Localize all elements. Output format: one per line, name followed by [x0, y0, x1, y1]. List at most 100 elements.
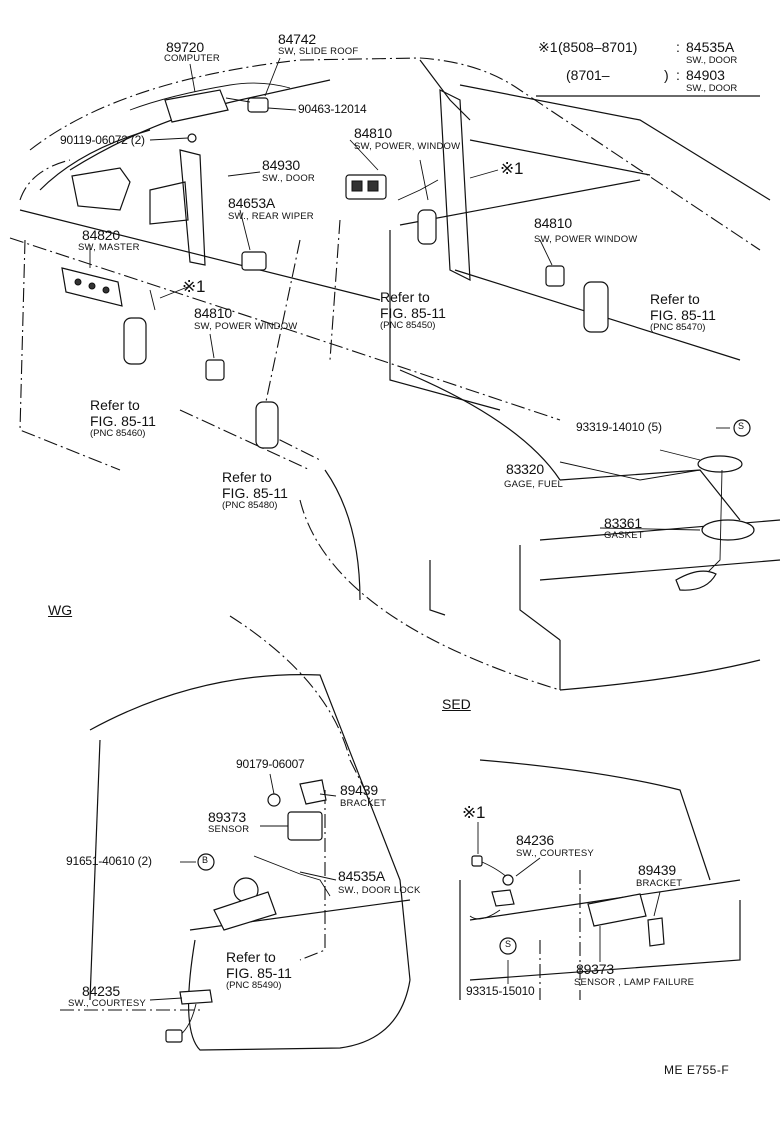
pn-84820: 84820 [82, 227, 120, 243]
computer-89720 [129, 82, 291, 123]
desc-83361: GASKET [604, 530, 644, 541]
header-line1-mark: ※1 [538, 39, 558, 55]
desc-84236: SW., COURTESY [516, 848, 594, 859]
circled-marks [197, 419, 751, 955]
desc-89439-a: BRACKET [340, 798, 387, 809]
refer-85450-pnc: (PNC 85450) [380, 320, 436, 331]
header-line1-desc: SW., DOOR [686, 55, 738, 66]
refer-85470-line1: Refer to [650, 291, 700, 307]
b-mark: B [202, 855, 209, 865]
pn-84810-a: 84810 [354, 125, 392, 141]
wg-leaders [149, 773, 337, 1001]
sed-leaders [477, 822, 661, 984]
desc-84810-a: SW, POWER, WINDOW [354, 141, 461, 152]
refer-85450-line2: FIG. 85-11 [380, 305, 446, 321]
desc-84930: SW., DOOR [262, 173, 315, 184]
refer-85490-pnc: (PNC 85490) [226, 980, 282, 991]
pn-89373-b: 89373 [576, 961, 614, 977]
pn-84535A: 84535A [338, 868, 386, 884]
refer-85450[interactable]: Refer to FIG. 85-11 (PNC 85450) [380, 290, 446, 331]
switch-door-84930 [345, 174, 387, 200]
refer-85460-pnc: (PNC 85460) [90, 428, 146, 439]
x1-mark-a: ※1 [500, 159, 524, 178]
refer-85470-pnc: (PNC 85470) [650, 322, 706, 333]
motor-power-window-c [255, 401, 279, 449]
leader-lines [89, 57, 730, 531]
refer-85460-line2: FIG. 85-11 [90, 413, 156, 429]
switch-master [61, 267, 123, 307]
pn-83320: 83320 [506, 461, 544, 477]
car-body-outline [9, 57, 781, 691]
refer-85490-line1: Refer to [226, 949, 276, 965]
desc-84820: SW, MASTER [78, 242, 140, 253]
fuel-gage [659, 449, 755, 591]
refer-85480-line2: FIG. 85-11 [222, 485, 288, 501]
refer-85470-line2: FIG. 85-11 [650, 307, 716, 323]
header-line2-close: ) [664, 67, 669, 83]
desc-83320: GAGE, FUEL [504, 479, 564, 490]
switch-slide-roof [225, 97, 269, 113]
header-line2-colon: : [676, 67, 680, 83]
desc-84535A: SW., DOOR LOCK [338, 885, 421, 896]
header-line1-range: (8508–8701) [558, 39, 638, 55]
section-wg: WG [48, 602, 73, 618]
switch-power-window-c [545, 265, 565, 287]
pn-89439-a: 89439 [340, 782, 378, 798]
x1-mark-c: ※1 [462, 803, 486, 822]
refer-85460-line1: Refer to [90, 397, 140, 413]
refer-85480-pnc: (PNC 85480) [222, 500, 278, 511]
desc-84653A: SW., REAR WIPER [228, 211, 314, 222]
refer-85490[interactable]: Refer to FIG. 85-11 (PNC 85490) [226, 950, 292, 991]
sed-components [469, 855, 665, 947]
pn-89439-b: 89439 [638, 862, 676, 878]
refer-85480-line1: Refer to [222, 469, 272, 485]
header-line1-colon: : [676, 39, 680, 55]
pn-84810-c: 84810 [534, 215, 572, 231]
pn-84653A: 84653A [228, 195, 276, 211]
refer-85470[interactable]: Refer to FIG. 85-11 (PNC 85470) [650, 292, 716, 333]
drawing-code: ME E755-F [664, 1063, 730, 1077]
desc-89439-b: BRACKET [636, 878, 683, 889]
pn-91651: 91651-40610 (2) [66, 854, 152, 868]
s-mark-b: S [505, 939, 512, 949]
pn-84810-b: 84810 [194, 305, 232, 321]
desc-89373-a: SENSOR [208, 824, 250, 835]
x1-mark-b: ※1 [182, 277, 206, 296]
section-sed: SED [442, 696, 471, 712]
s-mark-a: S [738, 421, 745, 431]
motor-power-window-d [583, 281, 609, 333]
pn-93319: 93319-14010 (5) [576, 420, 662, 434]
pn-84235: 84235 [82, 983, 120, 999]
switch-power-window-b [205, 359, 225, 381]
pn-84236: 84236 [516, 832, 554, 848]
switch-rear-wiper [241, 251, 267, 271]
desc-84235: SW., COURTESY [68, 998, 146, 1009]
refer-85460[interactable]: Refer to FIG. 85-11 (PNC 85460) [90, 398, 156, 439]
sed-body [459, 759, 741, 1000]
pn-90179: 90179-06007 [236, 757, 305, 771]
motor-power-window-b [123, 289, 156, 365]
desc-84810-b: SW, POWER WINDOW [194, 321, 298, 332]
refer-85450-line1: Refer to [380, 289, 430, 305]
pn-93315: 93315-15010 [466, 984, 535, 998]
desc-84810-c: SW, POWER WINDOW [534, 234, 638, 245]
pn-84742: 84742 [278, 31, 316, 47]
header-line2-pn: 84903 [686, 67, 725, 83]
header-line2-desc: SW., DOOR [686, 83, 738, 94]
header-line1-pn: 84535A [686, 39, 735, 55]
motor-power-window-a [397, 179, 439, 245]
refer-85480[interactable]: Refer to FIG. 85-11 (PNC 85480) [222, 470, 288, 511]
pn-90463: 90463-12014 [298, 102, 367, 116]
desc-89720: COMPUTER [164, 53, 220, 64]
pn-84930: 84930 [262, 157, 300, 173]
pn-89373-a: 89373 [208, 809, 246, 825]
desc-84742: SW, SLIDE ROOF [278, 46, 359, 57]
wg-components [165, 779, 331, 1043]
header-line2-range: (8701– [566, 67, 610, 83]
bolt-90119 [187, 133, 197, 143]
pn-83361: 83361 [604, 515, 642, 531]
refer-85490-line2: FIG. 85-11 [226, 965, 292, 981]
pn-90119: 90119-06072 (2) [60, 133, 145, 147]
